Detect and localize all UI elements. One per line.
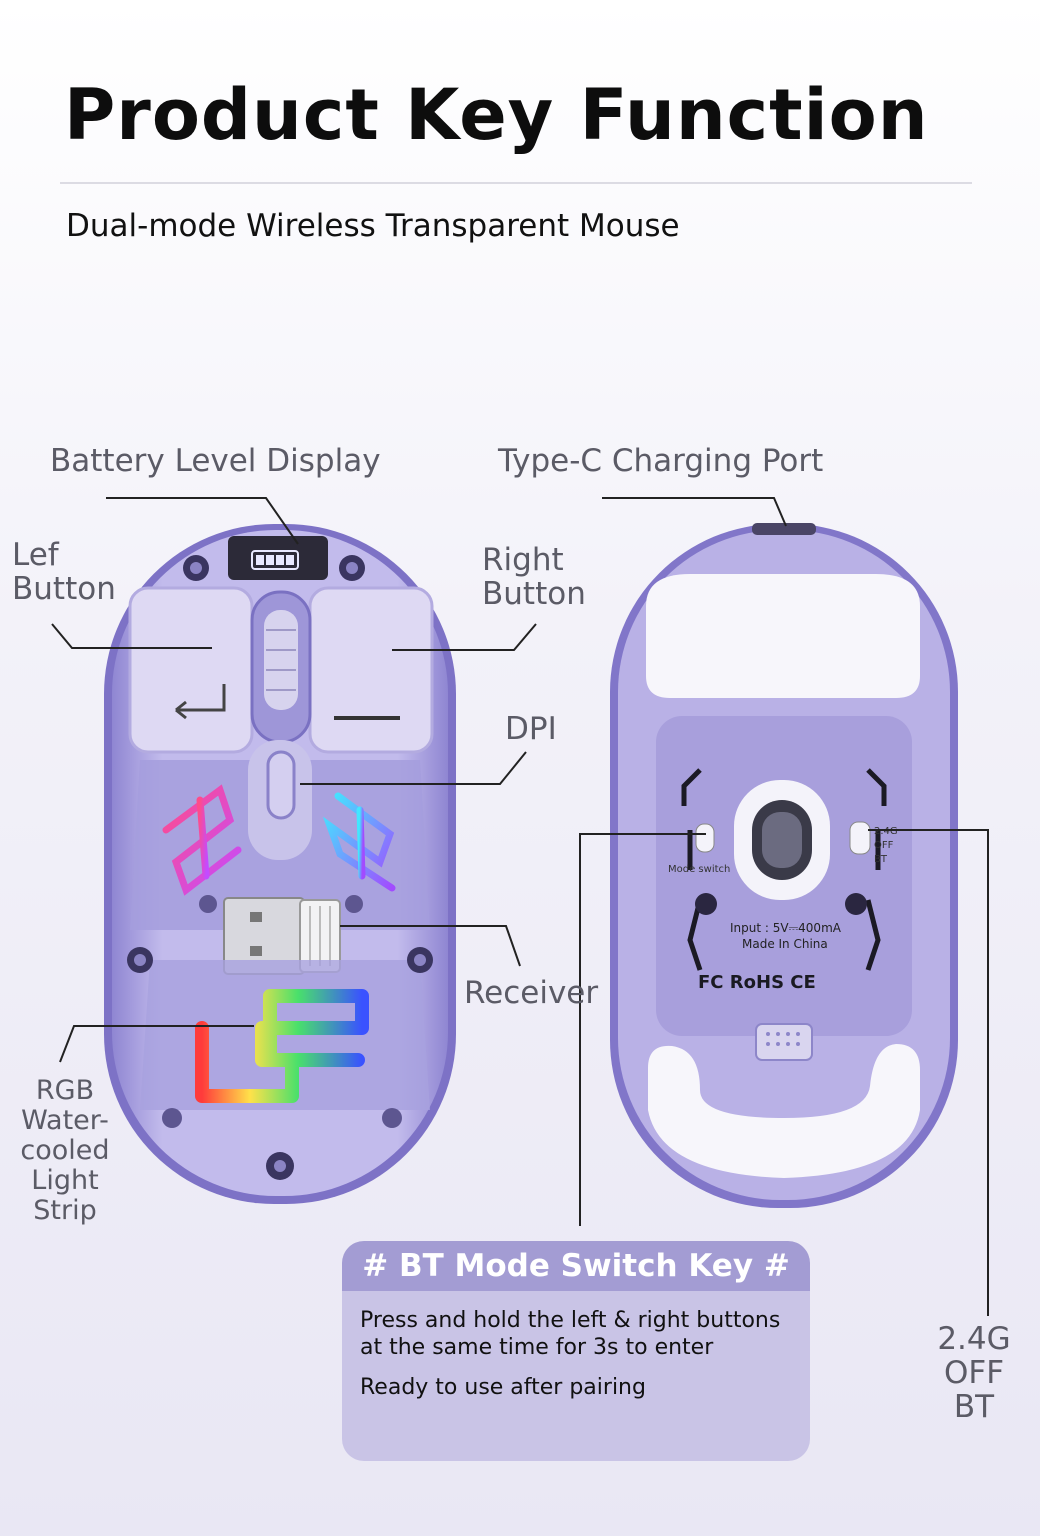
origin-text: Made In China: [742, 937, 828, 951]
switch-pos-bt: BT: [874, 854, 888, 865]
callout-right-button-l1: Right: [482, 542, 564, 578]
info-box-line3: Ready to use after pairing: [360, 1375, 646, 1400]
callout-rgb-l2: Water-: [21, 1105, 109, 1136]
info-box-heading: # BT Mode Switch Key #: [342, 1241, 810, 1291]
callout-rgb-l4: Light: [31, 1165, 99, 1196]
page-subtitle: Dual-mode Wireless Transparent Mouse: [66, 208, 680, 244]
rgb-legs-right: [322, 792, 396, 892]
callout-mode-l3: BT: [953, 1389, 995, 1425]
callout-mode-l1: 2.4G: [937, 1321, 1011, 1357]
top-glide-pad: [646, 574, 920, 698]
page-title: Product Key Function: [64, 74, 929, 156]
mode-switch-text: Mode switch: [668, 864, 730, 875]
info-box-line2: at the same time for 3s to enter: [360, 1335, 714, 1360]
switch-pos-24g: 2.4G: [874, 826, 898, 837]
callout-lines: [51, 497, 989, 1316]
bottom-glide-pad: [648, 1044, 920, 1178]
rgb-light-strip: [195, 989, 369, 1103]
cert-marks: FC RoHS CE: [698, 972, 816, 993]
mode-switch-left: [695, 823, 715, 853]
right-button-key: [308, 586, 434, 754]
callout-right-button-l2: Button: [482, 576, 586, 612]
mouse-top-view: [104, 524, 456, 1204]
callout-left-button-l2: Button: [12, 571, 116, 607]
callout-left-button: Lef Button: [12, 538, 116, 606]
dpi-button: [266, 750, 296, 820]
callout-right-button: Right Button: [482, 543, 586, 611]
mouse-bottom-view: Mode switch 2.4G OFF BT Input : 5V⎓400mA…: [610, 523, 958, 1208]
rgb-legs-left: [162, 784, 242, 896]
callout-mode-positions: 2.4G OFF BT: [930, 1322, 1018, 1424]
callout-dpi: DPI: [505, 711, 557, 747]
battery-icon: [251, 550, 299, 570]
callout-mode-l2: OFF: [943, 1355, 1005, 1391]
vent-grill: [755, 1023, 813, 1061]
title-divider: [60, 182, 972, 184]
type-c-port: [752, 523, 816, 535]
bt-mode-info-box: # BT Mode Switch Key # Press and hold th…: [342, 1241, 810, 1461]
scroll-wheel: [264, 610, 298, 710]
callout-typec-port: Type-C Charging Port: [498, 443, 824, 479]
callout-rgb-l1: RGB: [35, 1075, 95, 1106]
switch-pos-off: OFF: [874, 840, 894, 851]
callout-rgb-strip: RGB Water- cooled Light Strip: [14, 1076, 116, 1226]
mode-switch-slider: [849, 821, 871, 855]
callout-rgb-l5: Strip: [33, 1195, 97, 1226]
left-button-key: [128, 586, 254, 754]
callout-battery-level: Battery Level Display: [50, 443, 381, 479]
callout-left-button-l1: Lef: [12, 537, 59, 573]
input-spec: Input : 5V⎓400mA: [730, 921, 842, 935]
callout-receiver: Receiver: [464, 975, 599, 1011]
info-box-line1: Press and hold the left & right buttons: [360, 1308, 781, 1333]
callout-rgb-l3: cooled: [20, 1135, 110, 1166]
